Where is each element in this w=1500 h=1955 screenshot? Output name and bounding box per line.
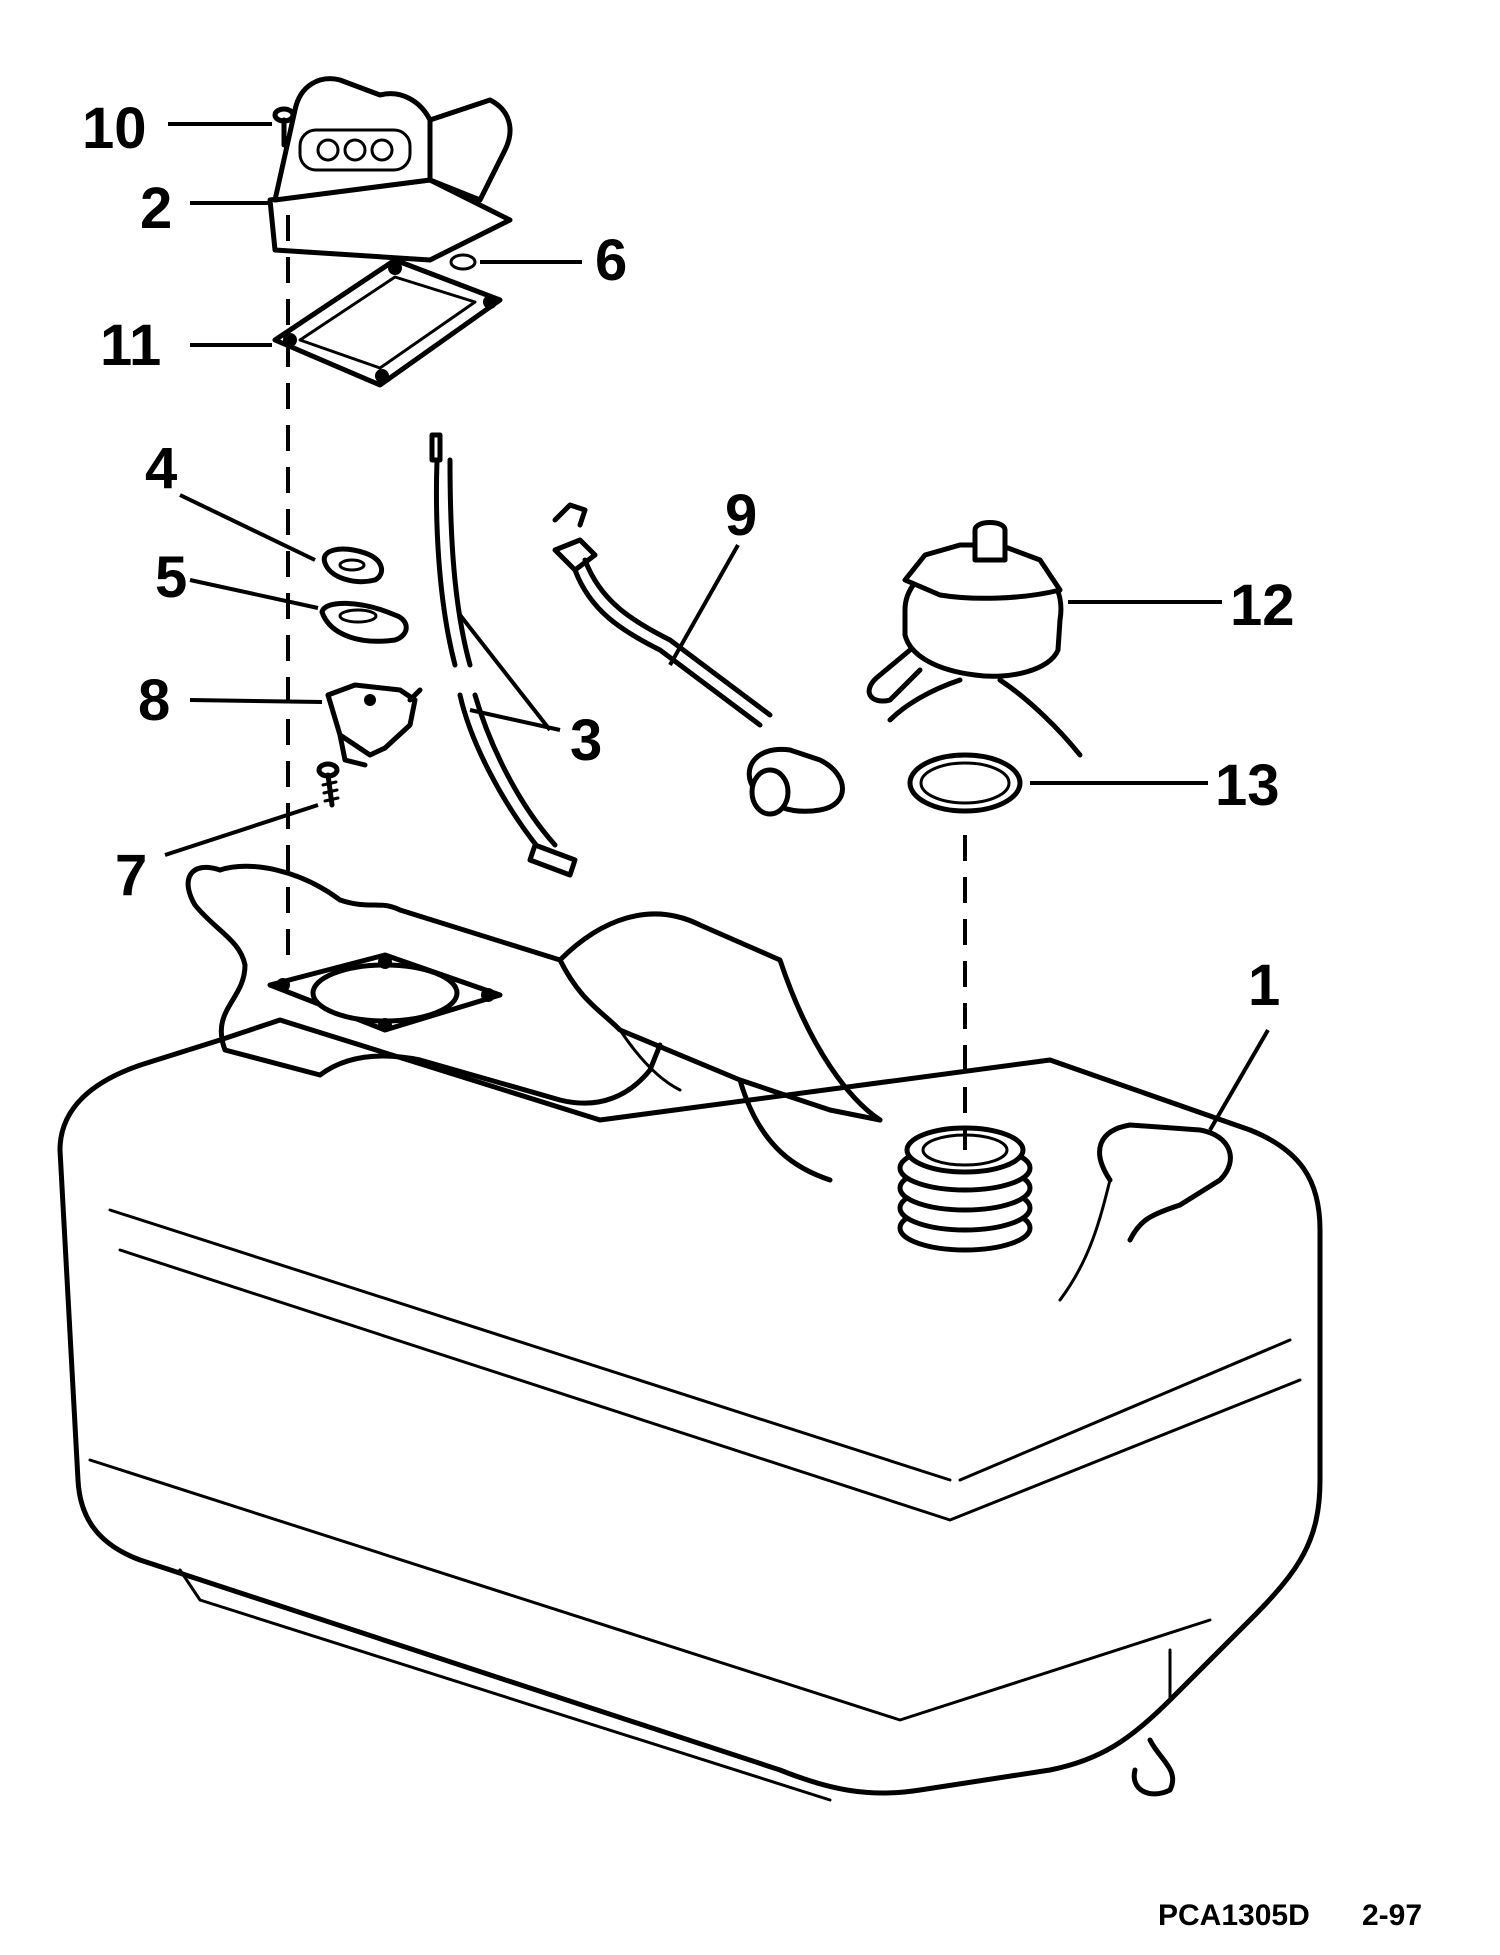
fuel-gauge-9	[552, 502, 845, 817]
callout-10: 10	[82, 96, 147, 161]
callout-1: 1	[1248, 953, 1280, 1018]
screw-7	[316, 761, 340, 808]
callout-2: 2	[140, 176, 172, 241]
callout-11: 11	[100, 313, 161, 378]
callout-8: 8	[138, 668, 170, 733]
clip-8	[325, 682, 423, 768]
figure-code: PCA1305D	[1158, 1899, 1310, 1932]
callout-7: 7	[115, 843, 147, 908]
callout-6: 6	[595, 228, 627, 293]
figure-date: 2-97	[1362, 1899, 1422, 1932]
gasket-4	[321, 546, 384, 585]
connector-housing	[267, 76, 513, 263]
filler-neck	[897, 1125, 1033, 1253]
screw-10	[272, 106, 296, 148]
callout-9: 9	[725, 483, 757, 548]
callout-13: 13	[1215, 753, 1280, 818]
filler-cap-12	[866, 520, 1083, 758]
pickup-tubes-3	[429, 432, 578, 878]
callout-5: 5	[155, 545, 187, 610]
fuel-tank	[57, 863, 1323, 1802]
callout-3: 3	[570, 708, 602, 773]
callout-4: 4	[145, 436, 177, 501]
o-ring-6	[449, 253, 477, 271]
seal-5	[319, 600, 409, 644]
leader-lines	[164, 122, 1270, 1132]
gasket-11	[272, 257, 503, 388]
seal-ring-13	[907, 752, 1023, 814]
callout-12: 12	[1230, 573, 1295, 638]
